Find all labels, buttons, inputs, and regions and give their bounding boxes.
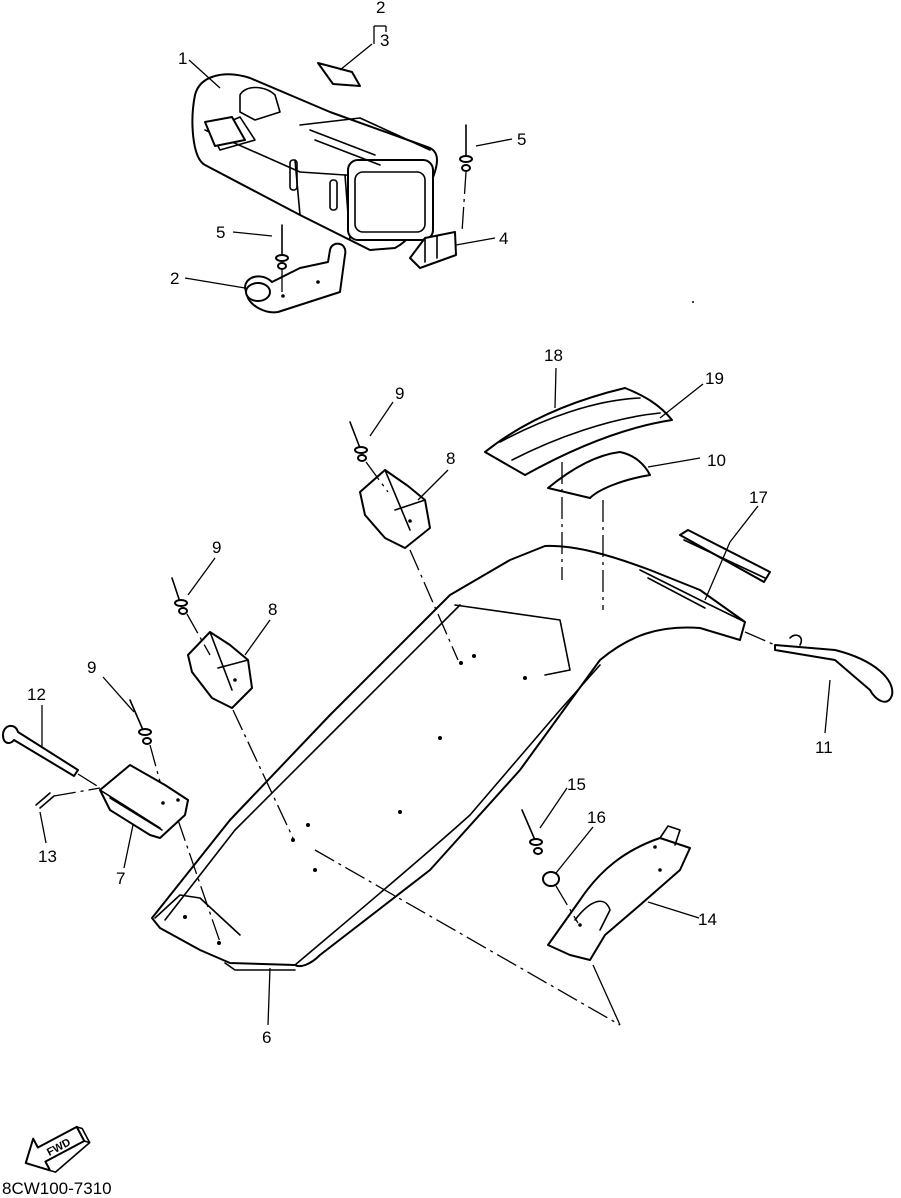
fwd-arrow-icon: FWD	[24, 1125, 91, 1173]
part-18-19-decal	[484, 387, 673, 476]
part-6-body-panel	[151, 544, 746, 971]
callout-8-b: 8	[268, 600, 277, 619]
part-10-decal	[547, 451, 651, 499]
part-5-pin-right	[459, 124, 473, 233]
callout-5-left: 5	[216, 223, 225, 242]
callout-4: 4	[499, 229, 508, 248]
part-4-clip	[409, 231, 457, 269]
part-5-pin-left	[275, 224, 289, 295]
part-7-hinge	[99, 764, 221, 943]
callout-labels: 1 2 3 5 5 2 4 18 19 9 8 10 17 9 8 9 12 1…	[27, 0, 833, 1047]
part-1-housing	[191, 62, 438, 251]
callout-18: 18	[544, 346, 563, 365]
part-9-pin-a	[349, 421, 389, 493]
callout-16: 16	[587, 808, 606, 827]
callout-12: 12	[27, 685, 46, 704]
callout-15: 15	[567, 775, 586, 794]
callout-10: 10	[707, 451, 726, 470]
callout-11: 11	[815, 738, 833, 757]
callout-8-a: 8	[446, 449, 455, 468]
part-13-cotter-pin	[35, 787, 101, 809]
part-9-pin-b	[171, 577, 211, 656]
part-2-bracket	[244, 242, 347, 314]
callout-6: 6	[262, 1028, 271, 1047]
callout-3: 3	[380, 31, 389, 50]
callout-7: 7	[116, 869, 125, 888]
callout-13: 13	[38, 847, 57, 866]
part-17-rail	[679, 529, 771, 583]
part-16-grommet	[542, 871, 579, 924]
part-15-pin	[521, 809, 543, 855]
callout-9-a: 9	[395, 384, 404, 403]
part-12-bolt	[2, 724, 111, 795]
part-8-clip-lower	[187, 631, 294, 839]
part-11-rod	[744, 631, 894, 703]
callout-9-c: 9	[87, 658, 96, 677]
diagram-code: 8CW100-7310	[2, 1179, 112, 1198]
callout-1: 1	[178, 49, 187, 68]
callout-17: 17	[749, 488, 768, 507]
leader-lines	[39, 25, 831, 1026]
callout-14: 14	[698, 910, 717, 929]
part-14-bracket	[547, 825, 691, 961]
part-8-clip-upper	[359, 469, 459, 661]
callout-5-right: 5	[517, 130, 526, 149]
callout-2-bracket: 2	[170, 269, 179, 288]
callout-2-top: 2	[376, 0, 385, 17]
callout-19: 19	[705, 369, 724, 388]
callout-9-b: 9	[212, 538, 221, 557]
